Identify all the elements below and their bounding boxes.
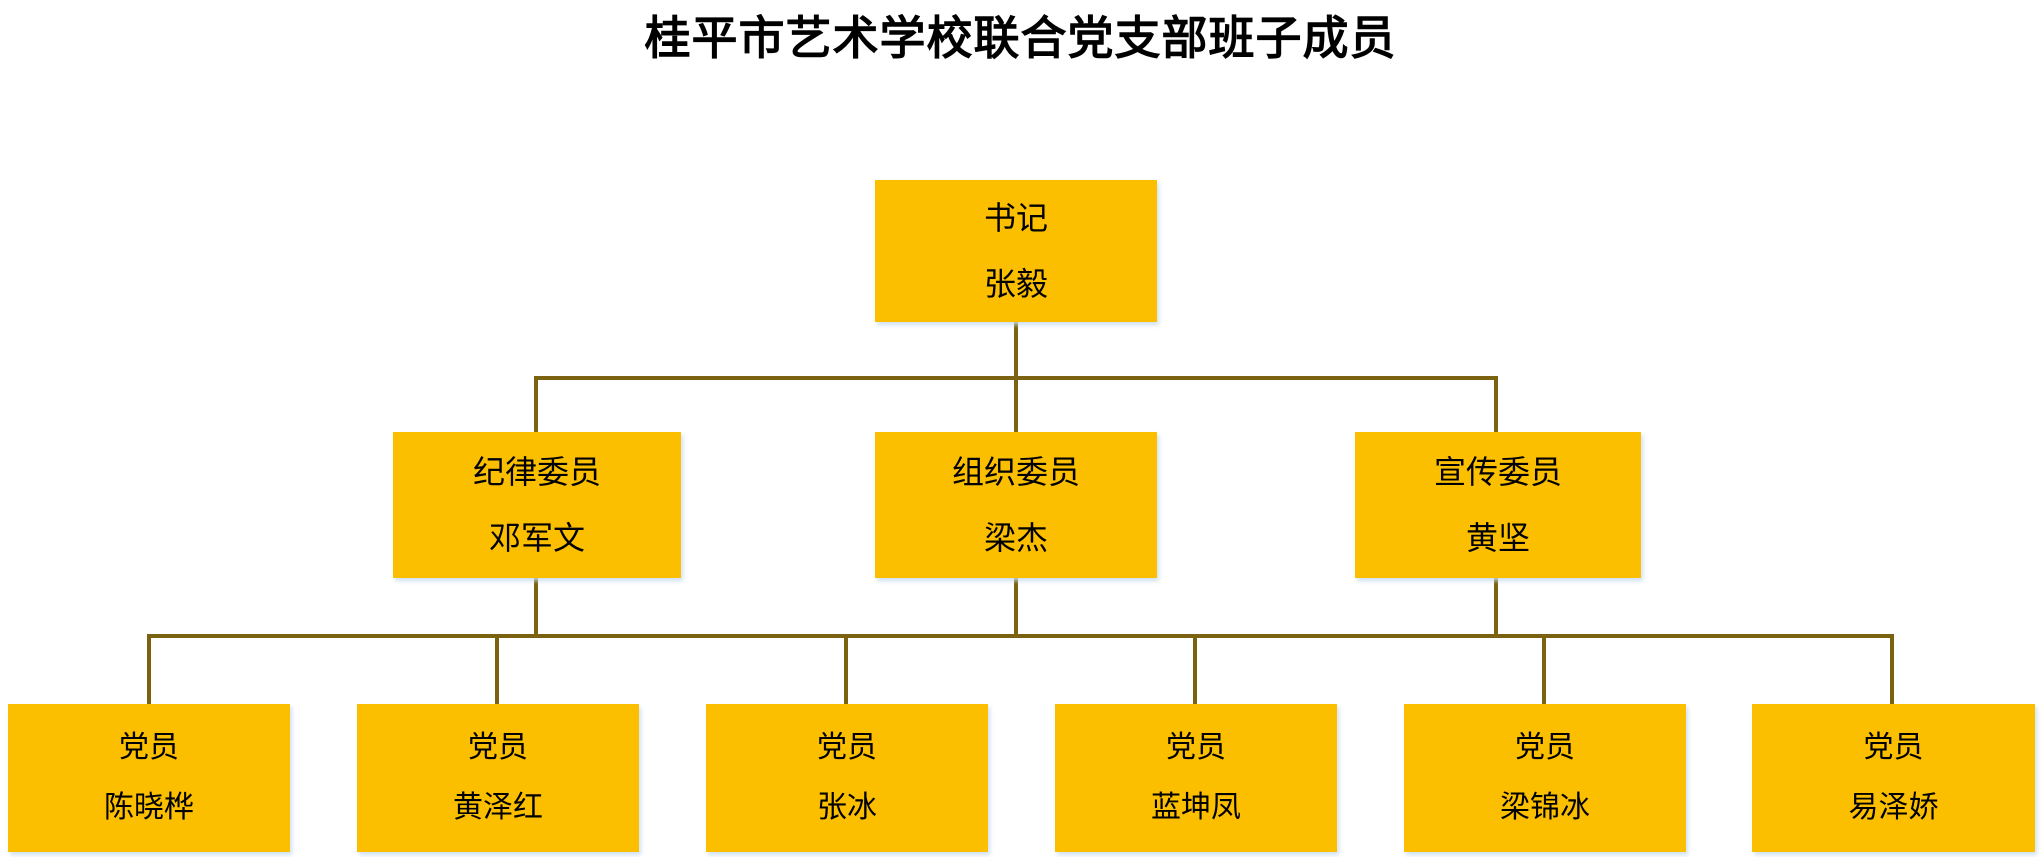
node-role: 宣传委员 xyxy=(1433,454,1562,490)
node-organization-committee[interactable]: 组织委员 梁杰 xyxy=(875,432,1157,578)
connector-drop-discipline xyxy=(534,376,538,434)
node-person: 黄坚 xyxy=(1465,520,1530,556)
node-person: 陈晓桦 xyxy=(104,791,194,824)
node-member-4[interactable]: 党员 蓝坤凤 xyxy=(1055,704,1337,852)
connector-level2-bus xyxy=(147,634,1892,638)
node-member-3[interactable]: 党员 张冰 xyxy=(706,704,988,852)
connector-drop-organization xyxy=(1014,376,1018,434)
node-person: 张冰 xyxy=(817,791,877,824)
node-role: 党员 xyxy=(1166,731,1226,764)
node-role: 党员 xyxy=(119,731,179,764)
node-role: 纪律委员 xyxy=(472,454,601,490)
node-role: 党员 xyxy=(817,731,877,764)
node-person: 黄泽红 xyxy=(453,791,543,824)
connector-drop-member-6 xyxy=(1890,634,1894,704)
connector-stem-organization xyxy=(1014,578,1018,636)
node-person: 蓝坤凤 xyxy=(1151,791,1241,824)
node-person: 邓军文 xyxy=(488,520,585,556)
node-discipline-committee[interactable]: 纪律委员 邓军文 xyxy=(393,432,681,578)
node-secretary[interactable]: 书记 张毅 xyxy=(875,180,1157,322)
node-member-2[interactable]: 党员 黄泽红 xyxy=(357,704,639,852)
connector-stem-publicity xyxy=(1494,578,1498,636)
connector-drop-member-2 xyxy=(495,634,499,704)
node-member-5[interactable]: 党员 梁锦冰 xyxy=(1404,704,1686,852)
connector-root-stem xyxy=(1014,322,1018,378)
connector-drop-member-1 xyxy=(147,634,151,704)
node-publicity-committee[interactable]: 宣传委员 黄坚 xyxy=(1355,432,1641,578)
node-person: 张毅 xyxy=(983,266,1048,302)
page-title: 桂平市艺术学校联合党支部班子成员 xyxy=(644,12,1397,64)
connector-drop-member-4 xyxy=(1193,634,1197,704)
node-person: 梁锦冰 xyxy=(1500,791,1590,824)
connector-drop-publicity xyxy=(1494,376,1498,434)
node-role: 党员 xyxy=(1515,731,1575,764)
connector-drop-member-5 xyxy=(1542,634,1546,704)
node-role: 组织委员 xyxy=(951,454,1080,490)
connector-drop-member-3 xyxy=(844,634,848,704)
node-person: 易泽娇 xyxy=(1848,791,1939,824)
node-role: 党员 xyxy=(468,731,528,764)
connector-stem-discipline xyxy=(534,578,538,636)
node-person: 梁杰 xyxy=(983,520,1048,556)
node-member-6[interactable]: 党员 易泽娇 xyxy=(1752,704,2035,852)
node-role: 党员 xyxy=(1863,731,1924,764)
node-member-1[interactable]: 党员 陈晓桦 xyxy=(8,704,290,852)
node-role: 书记 xyxy=(983,200,1048,236)
